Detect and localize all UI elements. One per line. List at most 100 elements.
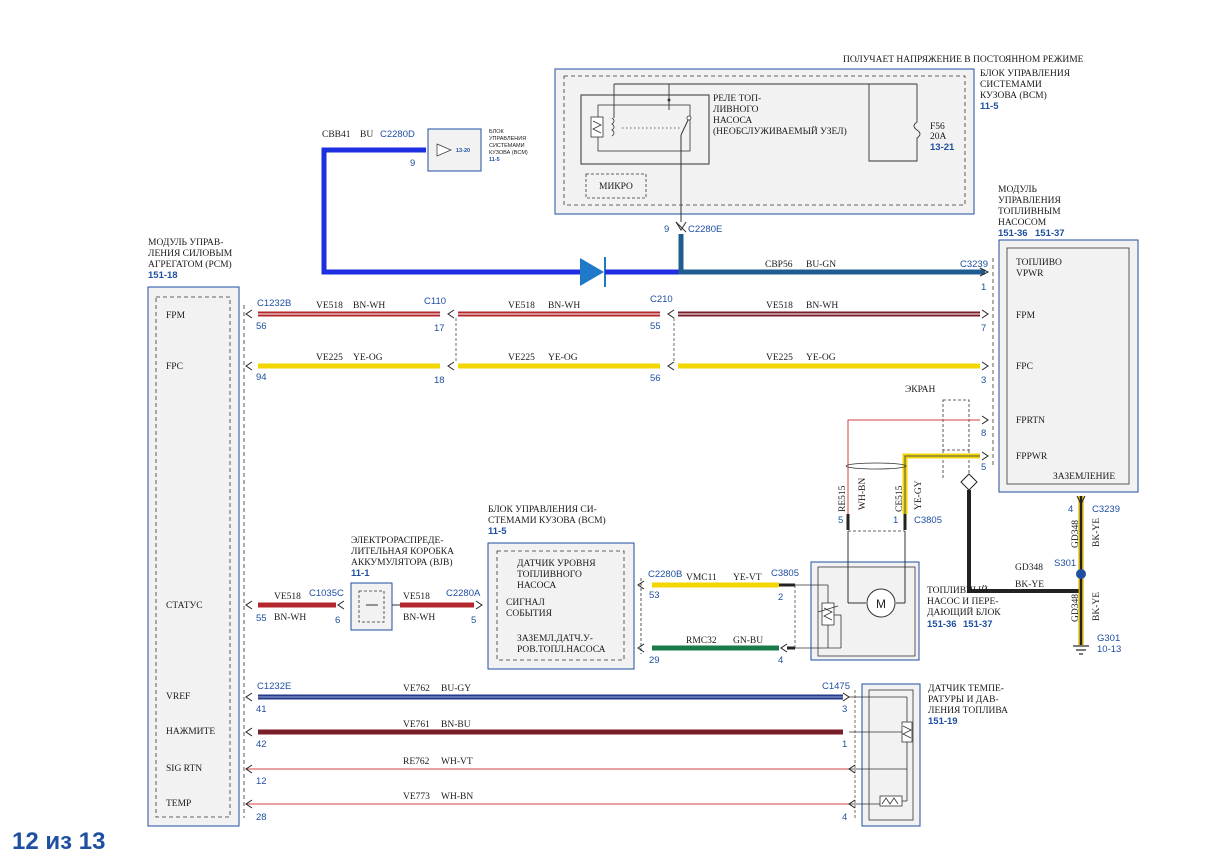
svg-text:УПРАВЛЕНИЯ: УПРАВЛЕНИЯ xyxy=(489,136,526,142)
svg-text:1: 1 xyxy=(893,515,898,526)
svg-text:1: 1 xyxy=(842,739,847,750)
svg-text:41: 41 xyxy=(256,704,267,715)
wire-re515 xyxy=(847,419,980,514)
svg-text:C3805: C3805 xyxy=(771,568,799,579)
svg-text:C2280B: C2280B xyxy=(648,569,682,580)
svg-text:56: 56 xyxy=(650,373,661,384)
svg-text:БЛОК УПРАВЛЕНИЯ СИ-: БЛОК УПРАВЛЕНИЯ СИ- xyxy=(488,505,597,515)
svg-text:БЛОК: БЛОК xyxy=(489,129,504,135)
wire-row-press: VE761 BN-BU 42 1 xyxy=(245,720,847,750)
wire-row-fpm: C1232B VE518 BN-WH C110 VE518 BN-WH C210… xyxy=(245,294,989,334)
relay-label-2: ЛИВНОГО xyxy=(713,105,759,115)
svg-text:VE518: VE518 xyxy=(508,301,535,311)
svg-text:FPC: FPC xyxy=(1016,362,1033,372)
svg-text:C210: C210 xyxy=(650,294,673,305)
svg-text:VE225: VE225 xyxy=(316,353,343,363)
bcm-top-note: ПОЛУЧАЕТ НАПРЯЖЕНИЕ В ПОСТОЯННОМ РЕЖИМЕ xyxy=(843,55,1084,65)
pcm-pin-vref: VREF xyxy=(166,692,190,702)
svg-text:GN-BU: GN-BU xyxy=(733,636,763,646)
svg-text:RMC32: RMC32 xyxy=(686,636,717,646)
svg-text:СИГНАЛ: СИГНАЛ xyxy=(506,598,545,608)
fuel-pump-relay: РЕЛЕ ТОП- ЛИВНОГО НАСОСА (НЕОБСЛУЖИВАЕМЫ… xyxy=(580,83,917,222)
svg-text:УПРАВЛЕНИЯ: УПРАВЛЕНИЯ xyxy=(998,196,1061,206)
svg-text:CBP56: CBP56 xyxy=(765,260,793,270)
svg-text:НАСОСОМ: НАСОСОМ xyxy=(998,218,1047,228)
svg-text:3: 3 xyxy=(981,375,986,386)
svg-text:GD348: GD348 xyxy=(1071,520,1081,548)
fuse-ref: 13-21 xyxy=(930,142,955,153)
svg-text:ЛЕНИЯ СИЛОВЫМ: ЛЕНИЯ СИЛОВЫМ xyxy=(148,249,233,259)
svg-text:C2280A: C2280A xyxy=(446,588,481,599)
svg-text:BU-GY: BU-GY xyxy=(441,684,471,694)
svg-text:СТЕМАМИ КУЗОВА (BCM): СТЕМАМИ КУЗОВА (BCM) xyxy=(488,515,606,526)
svg-text:ДАТЧИК УРОВНЯ: ДАТЧИК УРОВНЯ xyxy=(517,559,596,569)
svg-text:BN-WH: BN-WH xyxy=(806,301,838,311)
bcm-top-title-2: СИСТЕМАМИ xyxy=(980,80,1042,90)
svg-text:6: 6 xyxy=(335,615,340,626)
svg-text:C3805: C3805 xyxy=(914,515,942,526)
screen-label: ЭКРАН xyxy=(905,385,936,395)
svg-text:НАСОСА: НАСОСА xyxy=(517,581,556,591)
svg-text:ЛЕНИЯ ТОПЛИВА: ЛЕНИЯ ТОПЛИВА xyxy=(928,706,1008,716)
shield-box xyxy=(942,399,970,451)
svg-text:C1232B: C1232B xyxy=(257,298,291,309)
svg-text:C110: C110 xyxy=(424,296,446,307)
pcm-pin-status: СТАТУС xyxy=(166,601,203,611)
svg-text:РОВ.ТОПЛ.НАСОСА: РОВ.ТОПЛ.НАСОСА xyxy=(517,645,606,655)
svg-text:VE225: VE225 xyxy=(766,353,793,363)
svg-text:C1232E: C1232E xyxy=(257,681,291,692)
svg-text:7: 7 xyxy=(981,323,986,334)
svg-text:GD348: GD348 xyxy=(1071,594,1081,622)
wire-row-sigrtn: RE762 WH-VT 12 xyxy=(245,757,856,787)
svg-text:VE518: VE518 xyxy=(766,301,793,311)
svg-text:151-36: 151-36 xyxy=(998,228,1028,239)
svg-text:3: 3 xyxy=(842,704,847,715)
c2280d-pin: 9 xyxy=(410,158,415,169)
svg-text:5: 5 xyxy=(981,462,986,473)
svg-text:1: 1 xyxy=(981,282,986,293)
svg-text:56: 56 xyxy=(256,321,267,332)
bcm-top-title-3: КУЗОВА (BCM) xyxy=(980,90,1047,101)
splice-s301-icon xyxy=(1076,569,1086,579)
c3239-label: C3239 xyxy=(960,259,988,270)
twisted-pair-icon xyxy=(845,462,907,470)
pump-motor-icon xyxy=(866,588,896,618)
wire-row-temp: VE773 WH-BN 28 4 xyxy=(245,792,856,823)
fuel-pump-driver-module: МОДУЛЬ УПРАВЛЕНИЯ ТОПЛИВНЫМ НАСОСОМ 151-… xyxy=(998,185,1139,493)
svg-text:151-37: 151-37 xyxy=(1035,228,1065,239)
svg-text:11-5: 11-5 xyxy=(489,157,500,163)
svg-text:ЛИТЕЛЬНАЯ КОРОБКА: ЛИТЕЛЬНАЯ КОРОБКА xyxy=(351,547,454,557)
svg-text:FPRTN: FPRTN xyxy=(1016,416,1045,426)
svg-text:СОБЫТИЯ: СОБЫТИЯ xyxy=(506,609,553,619)
wire-row-status: VE518 BN-WH C1035C VE518 BN-WH C2280A 55… xyxy=(245,588,483,626)
svg-text:VPWR: VPWR xyxy=(1016,269,1044,279)
svg-text:53: 53 xyxy=(649,590,660,601)
svg-text:YE-VT: YE-VT xyxy=(733,573,762,583)
motor-m-icon: M xyxy=(876,597,886,611)
svg-text:29: 29 xyxy=(649,655,660,666)
svg-text:151-37: 151-37 xyxy=(963,619,993,630)
svg-text:BN-WH: BN-WH xyxy=(403,613,435,623)
micro-label: МИКРО xyxy=(599,182,633,192)
fuel-pump-assembly: M xyxy=(795,531,920,661)
svg-text:FPPWR: FPPWR xyxy=(1016,452,1048,462)
svg-text:BN-BU: BN-BU xyxy=(441,720,471,730)
wire-gd348-shield xyxy=(967,490,1081,593)
svg-text:4: 4 xyxy=(1068,504,1073,515)
svg-text:МОДУЛЬ: МОДУЛЬ xyxy=(998,185,1038,195)
svg-text:BK-YE: BK-YE xyxy=(1092,592,1102,621)
pcm-module: МОДУЛЬ УПРАВ- ЛЕНИЯ СИЛОВЫМ АГРЕГАТОМ (P… xyxy=(147,238,240,827)
svg-text:C1475: C1475 xyxy=(822,681,850,692)
cbb41-wire-label: CBB41 xyxy=(322,130,351,140)
fuel-temp-pressure-sensor xyxy=(849,683,921,827)
svg-text:YE-OG: YE-OG xyxy=(353,353,383,363)
svg-text:GD348: GD348 xyxy=(1015,563,1043,573)
svg-text:55: 55 xyxy=(650,321,661,332)
svg-text:12: 12 xyxy=(256,776,267,787)
svg-text:42: 42 xyxy=(256,739,267,750)
svg-text:2: 2 xyxy=(778,592,783,603)
fuse-name: F56 xyxy=(930,122,945,132)
svg-text:YE-OG: YE-OG xyxy=(548,353,578,363)
fuse-f56: F56 20A 13-21 xyxy=(868,84,955,162)
bcm-top-ref: 11-5 xyxy=(980,101,999,112)
